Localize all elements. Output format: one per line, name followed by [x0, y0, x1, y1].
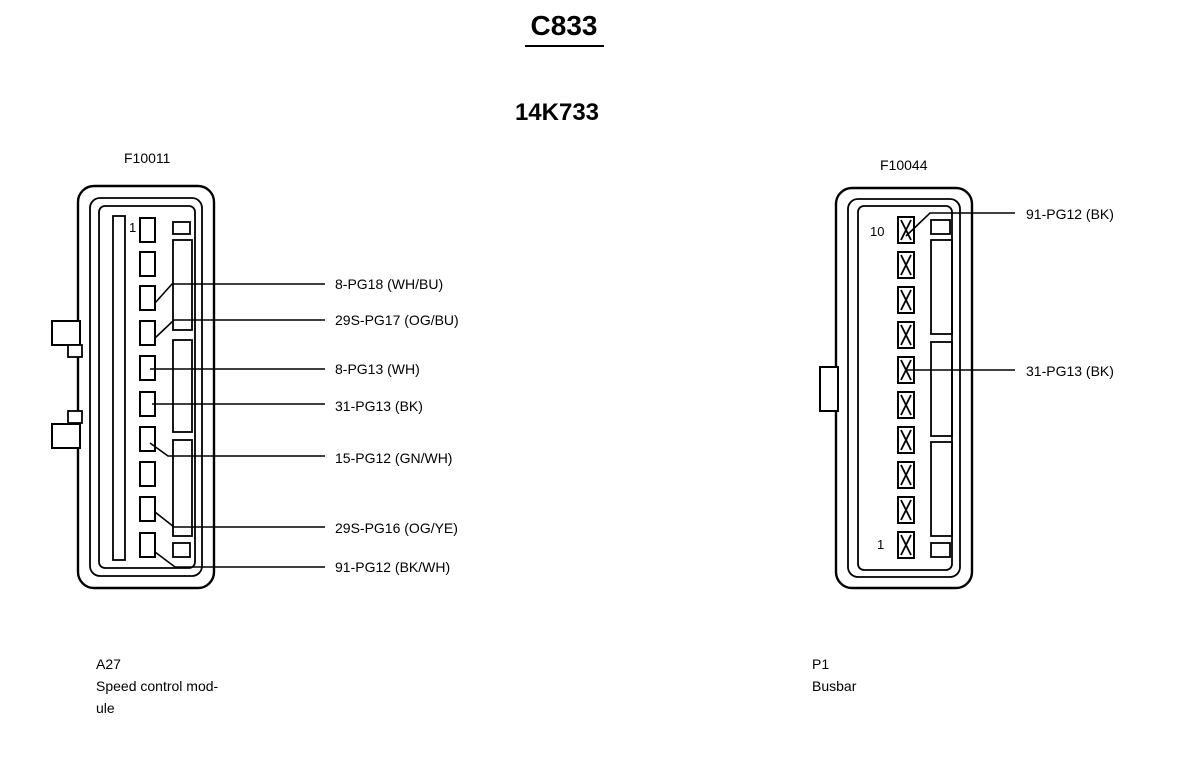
left-leader	[154, 319, 325, 339]
right-housing-inner	[847, 198, 961, 578]
wire-label: 29S-PG17 (OG/BU)	[335, 312, 459, 328]
left-leader	[154, 511, 325, 528]
right-pin	[897, 531, 915, 559]
left-housing-inner2	[98, 205, 196, 569]
right-pin-1-label: 1	[877, 537, 884, 552]
right-block-3	[930, 441, 953, 537]
right-latch	[819, 366, 839, 412]
wire-label: 91-PG12 (BK/WH)	[335, 559, 450, 575]
diagram-subtitle: 14K733	[515, 99, 599, 126]
wire-label: 15-PG12 (GN/WH)	[335, 450, 452, 466]
left-pin	[139, 320, 156, 346]
left-pin	[139, 426, 156, 452]
left-pin	[139, 532, 156, 558]
left-connector: F10011 1	[51, 150, 459, 716]
left-leader	[149, 442, 325, 457]
left-pins	[139, 217, 156, 558]
left-tab-top	[172, 221, 191, 235]
left-pin-1-label: 1	[129, 220, 136, 235]
right-leader	[905, 212, 1015, 237]
right-pin	[897, 321, 915, 349]
left-pin	[139, 496, 156, 522]
right-connector: F10044 10 1	[812, 157, 1114, 694]
right-pin	[897, 251, 915, 279]
left-block-2	[172, 339, 193, 433]
left-part-code: F10011	[124, 150, 171, 166]
right-pin	[897, 461, 915, 489]
diagram-title: C833	[531, 10, 598, 41]
right-block-1	[930, 239, 953, 335]
left-leader	[154, 551, 325, 568]
wire-label: 8-PG18 (WH/BU)	[335, 276, 443, 292]
right-pin	[897, 391, 915, 419]
right-pin	[897, 216, 915, 244]
left-component-id: A27	[96, 656, 121, 672]
left-leaders	[149, 283, 325, 568]
left-block-1	[172, 239, 193, 331]
right-component-name: Busbar	[812, 678, 857, 694]
right-part-code: F10044	[880, 157, 928, 173]
left-pin	[139, 217, 156, 243]
left-housing-outer	[76, 184, 216, 590]
right-pin-10-label: 10	[870, 224, 884, 239]
wire-label: 8-PG13 (WH)	[335, 361, 420, 377]
left-leader	[154, 283, 325, 304]
left-key-slot	[112, 215, 126, 561]
left-housing-inner	[89, 197, 203, 577]
right-pin	[897, 426, 915, 454]
left-wire-labels: 8-PG18 (WH/BU) 29S-PG17 (OG/BU) 8-PG13 (…	[335, 276, 459, 575]
left-component-name-line1: Speed control mod-	[96, 678, 219, 694]
left-latch-upper	[51, 320, 83, 358]
right-component-id: P1	[812, 656, 829, 672]
wire-label: 31-PG13 (BK)	[1026, 363, 1114, 379]
left-latch-lower	[51, 410, 83, 449]
right-pin	[897, 496, 915, 524]
wire-label: 31-PG13 (BK)	[335, 398, 423, 414]
right-pins	[897, 216, 915, 559]
left-tab-bottom	[172, 542, 191, 558]
wire-label: 29S-PG16 (OG/YE)	[335, 520, 458, 536]
right-tab-top	[930, 219, 951, 235]
left-pin	[139, 461, 156, 487]
left-pin	[139, 285, 156, 311]
right-tab-bottom	[930, 542, 951, 558]
right-block-2	[930, 341, 953, 437]
left-pin	[139, 355, 156, 381]
right-pin	[897, 286, 915, 314]
left-component-name-line2: ule	[96, 700, 115, 716]
left-pin	[139, 251, 156, 277]
left-block-3	[172, 439, 193, 537]
wire-label: 91-PG12 (BK)	[1026, 206, 1114, 222]
